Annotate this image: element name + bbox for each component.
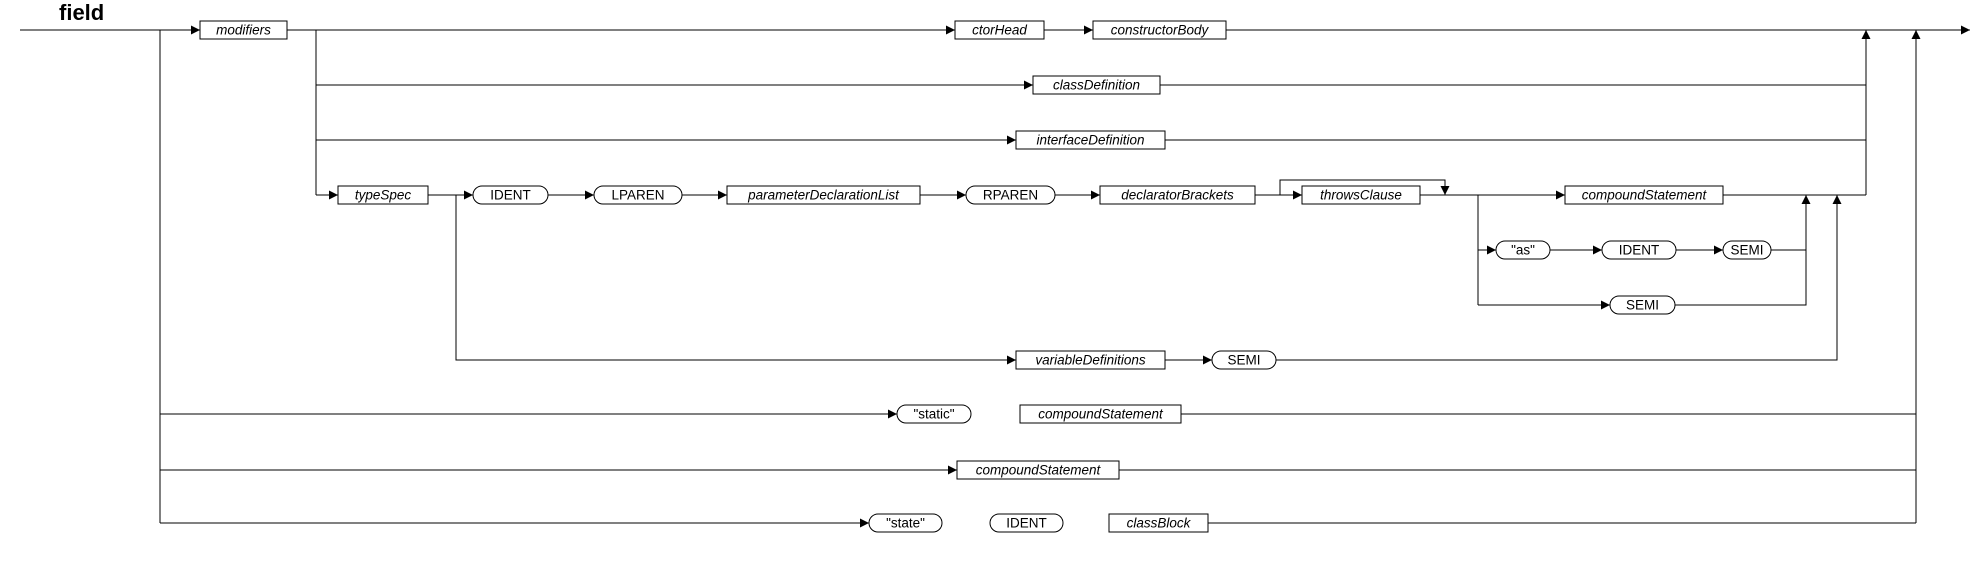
svg-text:classBlock: classBlock — [1127, 516, 1192, 531]
svg-text:IDENT: IDENT — [1619, 243, 1660, 258]
svg-text:LPAREN: LPAREN — [611, 188, 664, 203]
type-spec-box: typeSpec — [337, 185, 429, 205]
as-keyword-terminal: "as" — [1495, 240, 1551, 260]
semi-terminal: SEMI — [1609, 295, 1676, 315]
ident-terminal: IDENT — [472, 185, 549, 205]
svg-text:IDENT: IDENT — [490, 188, 531, 203]
svg-text:SEMI: SEMI — [1227, 353, 1260, 368]
class-block-box: classBlock — [1108, 513, 1209, 533]
svg-text:"as": "as" — [1511, 243, 1535, 258]
variable-definitions-box: variableDefinitions — [1015, 350, 1166, 370]
compound-statement-box: compoundStatement — [1019, 404, 1182, 424]
static-keyword-terminal: "static" — [896, 404, 972, 424]
ident-terminal: IDENT — [989, 513, 1064, 533]
throws-clause-box: throwsClause — [1301, 185, 1421, 205]
svg-text:SEMI: SEMI — [1626, 298, 1659, 313]
svg-text:constructorBody: constructorBody — [1111, 23, 1210, 38]
parameter-declaration-list-box: parameterDeclarationList — [726, 185, 921, 205]
svg-text:RPAREN: RPAREN — [983, 188, 1038, 203]
compound-statement-box: compoundStatement — [1564, 185, 1724, 205]
modifiers-box: modifiers — [199, 20, 288, 40]
state-keyword-terminal: "state" — [868, 513, 943, 533]
compound-statement-box: compoundStatement — [956, 460, 1120, 480]
rule-title: field — [59, 0, 104, 25]
interface-definition-box: interfaceDefinition — [1015, 130, 1166, 150]
svg-text:compoundStatement: compoundStatement — [976, 463, 1102, 478]
svg-text:SEMI: SEMI — [1730, 243, 1763, 258]
semi-terminal: SEMI — [1211, 350, 1277, 370]
svg-text:declaratorBrackets: declaratorBrackets — [1121, 188, 1234, 203]
lparen-terminal: LPAREN — [593, 185, 683, 205]
svg-text:IDENT: IDENT — [1006, 516, 1047, 531]
svg-text:modifiers: modifiers — [216, 23, 271, 38]
svg-text:"state": "state" — [886, 516, 925, 531]
rparen-terminal: RPAREN — [965, 185, 1056, 205]
class-definition-box: classDefinition — [1032, 75, 1161, 95]
diagram-connectors — [20, 25, 1970, 528]
svg-text:classDefinition: classDefinition — [1053, 78, 1140, 93]
declarator-brackets-box: declaratorBrackets — [1099, 185, 1256, 205]
svg-text:typeSpec: typeSpec — [355, 188, 412, 203]
ident-terminal: IDENT — [1601, 240, 1677, 260]
svg-text:parameterDeclarationList: parameterDeclarationList — [747, 188, 900, 203]
svg-text:compoundStatement: compoundStatement — [1038, 407, 1164, 422]
constructor-body-box: constructorBody — [1092, 20, 1227, 40]
svg-text:interfaceDefinition: interfaceDefinition — [1036, 133, 1144, 148]
svg-text:variableDefinitions: variableDefinitions — [1035, 353, 1146, 368]
svg-text:throwsClause: throwsClause — [1320, 188, 1402, 203]
svg-text:compoundStatement: compoundStatement — [1582, 188, 1708, 203]
ctor-head-box: ctorHead — [954, 20, 1045, 40]
svg-text:"static": "static" — [913, 407, 954, 422]
semi-terminal: SEMI — [1722, 240, 1772, 260]
svg-text:ctorHead: ctorHead — [972, 23, 1027, 38]
